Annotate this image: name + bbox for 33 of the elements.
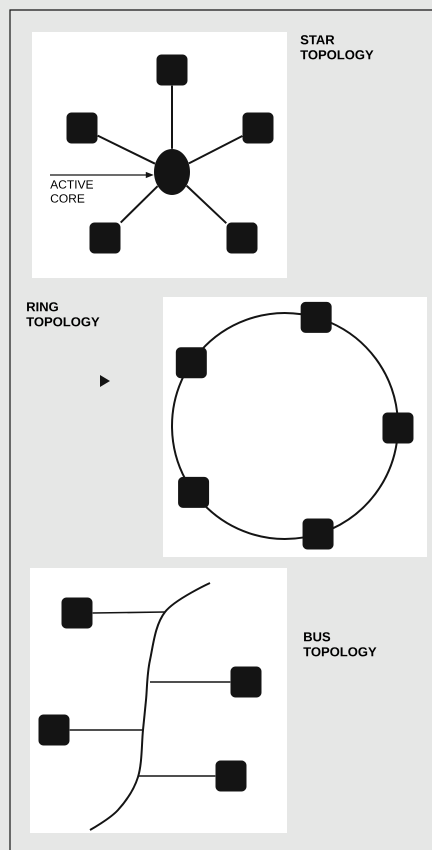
station-square — [176, 347, 207, 378]
station-square — [230, 666, 262, 698]
drop-line — [92, 611, 166, 614]
station-square — [156, 54, 188, 86]
ring-segment — [331, 442, 398, 530]
topology-panel — [163, 297, 427, 557]
drop-line — [70, 729, 143, 731]
spoke-line — [186, 185, 227, 224]
topology-panel — [30, 568, 287, 833]
topology-heading: STAR TOPOLOGY — [300, 35, 374, 60]
station-square — [62, 598, 92, 628]
topology-heading: BUS TOPOLOGY — [303, 632, 376, 656]
topology-heading: RING TOPOLOGY — [26, 302, 100, 326]
station-square — [302, 518, 334, 550]
callout-label: ACTIVE CORE — [50, 180, 94, 203]
station-square — [242, 112, 274, 144]
spoke-line — [171, 86, 173, 149]
station-square — [216, 760, 246, 792]
bus-line — [90, 582, 210, 831]
station-square — [38, 714, 70, 746]
core-ellipse — [154, 149, 190, 195]
spoke-line — [188, 135, 243, 164]
station-square — [382, 412, 414, 444]
station-square — [90, 222, 120, 254]
station-square — [66, 112, 98, 144]
ring-segment — [330, 321, 398, 414]
spoke-line — [97, 134, 156, 165]
station-square — [178, 476, 210, 508]
drop-line — [150, 681, 230, 683]
station-square — [300, 302, 332, 333]
drop-line — [139, 775, 216, 777]
station-square — [226, 222, 258, 254]
spoke-line — [120, 185, 158, 224]
